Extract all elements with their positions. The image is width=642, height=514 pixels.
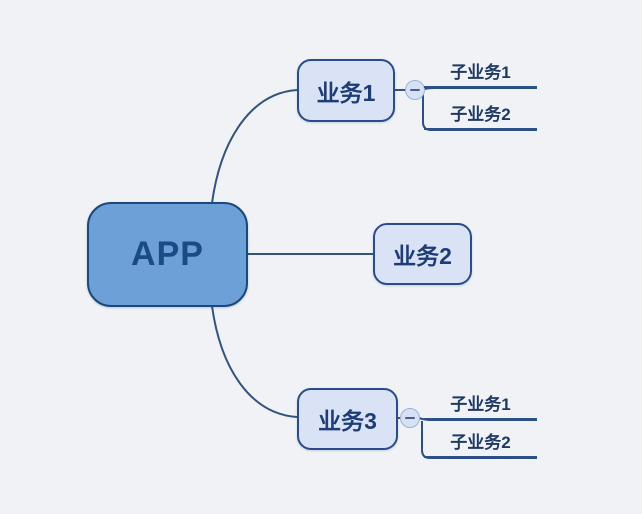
branch-node-1-label: 业务1: [316, 79, 376, 106]
collapse-icon[interactable]: [400, 408, 420, 428]
branch-node-2-label: 业务2: [393, 243, 452, 269]
edge-root-branch3: [211, 305, 298, 418]
child-topic[interactable]: 子业务2: [424, 428, 537, 458]
branch-node-3-label: 业务3: [318, 408, 377, 434]
edge-root-branch1: [211, 89, 298, 204]
branch-node-1[interactable]: 业务1: [297, 59, 395, 122]
minus-icon: [410, 89, 420, 91]
child-topic[interactable]: 子业务2: [424, 100, 537, 130]
collapse-icon[interactable]: [405, 80, 425, 100]
minus-icon: [405, 417, 415, 419]
child-topic[interactable]: 子业务1: [424, 390, 537, 420]
edge-branch1-child1: [423, 87, 537, 90]
root-node[interactable]: APP: [87, 202, 248, 307]
root-node-label: APP: [131, 235, 204, 273]
branch-node-2[interactable]: 业务2: [373, 223, 472, 285]
branch-node-3[interactable]: 业务3: [297, 388, 398, 450]
child-topic[interactable]: 子业务1: [424, 58, 537, 88]
